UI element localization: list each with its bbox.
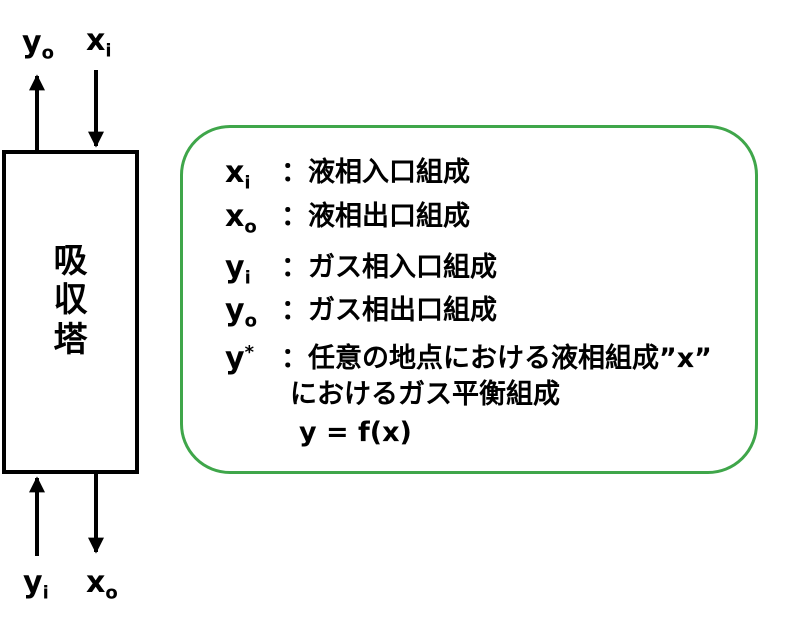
liquid-outlet-label: xo bbox=[86, 565, 118, 604]
legend-continuation: におけるガス平衡組成 bbox=[290, 379, 560, 410]
liquid-inlet-label: xi bbox=[86, 23, 112, 62]
legend-box: xi ：液相入口組成 xo ：液相出口組成 yi ：ガス相入口組成 yo ：ガス… bbox=[180, 125, 758, 474]
gas-inlet-label: yi bbox=[23, 565, 49, 604]
equilibrium-equation: y = f(x) bbox=[299, 417, 412, 448]
gas-outlet-label: yo bbox=[22, 25, 54, 64]
tower-label: 吸 収 塔 bbox=[53, 241, 88, 360]
absorption-tower: 吸 収 塔 bbox=[2, 150, 139, 474]
